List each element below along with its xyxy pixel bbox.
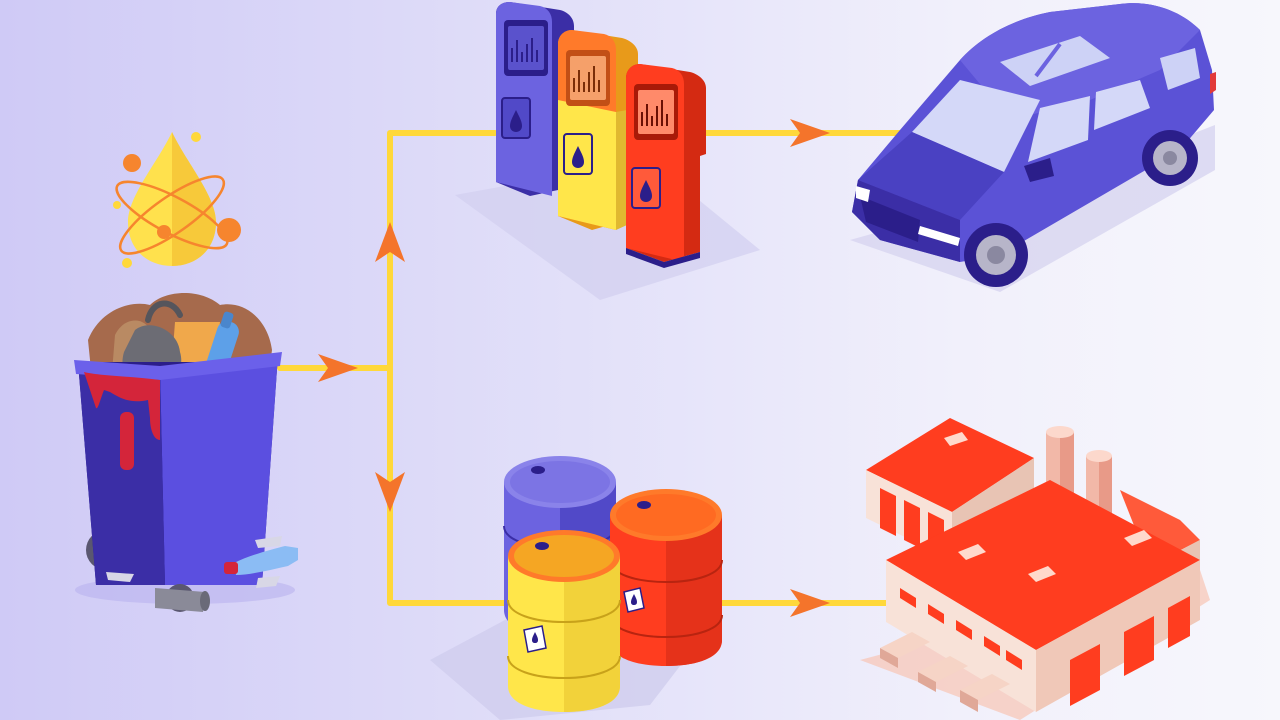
arrow-up-icon: [375, 222, 405, 262]
arrow-down-icon: [375, 472, 405, 512]
suv-car-icon: [850, 3, 1216, 292]
fuel-drop-atom-icon: [113, 132, 241, 268]
fuel-pump-icon: [626, 64, 706, 268]
trash-bin-icon: [74, 292, 298, 612]
flow-line-to-pumps: [387, 130, 498, 371]
factory-icon: [860, 418, 1210, 720]
oil-barrel-icon: [609, 489, 723, 666]
fuel-pump-icon: [558, 30, 638, 230]
arrow-right-icon: [790, 589, 830, 617]
arrow-right-icon: [790, 119, 830, 147]
flow-arrows: [318, 119, 830, 617]
oil-barrels: [430, 456, 723, 720]
fuel-pumps: [455, 2, 760, 300]
oil-barrel-icon: [507, 530, 621, 712]
arrow-right-icon: [318, 354, 358, 382]
flow-line-to-barrels: [387, 365, 508, 606]
fuel-pump-icon: [496, 2, 574, 196]
